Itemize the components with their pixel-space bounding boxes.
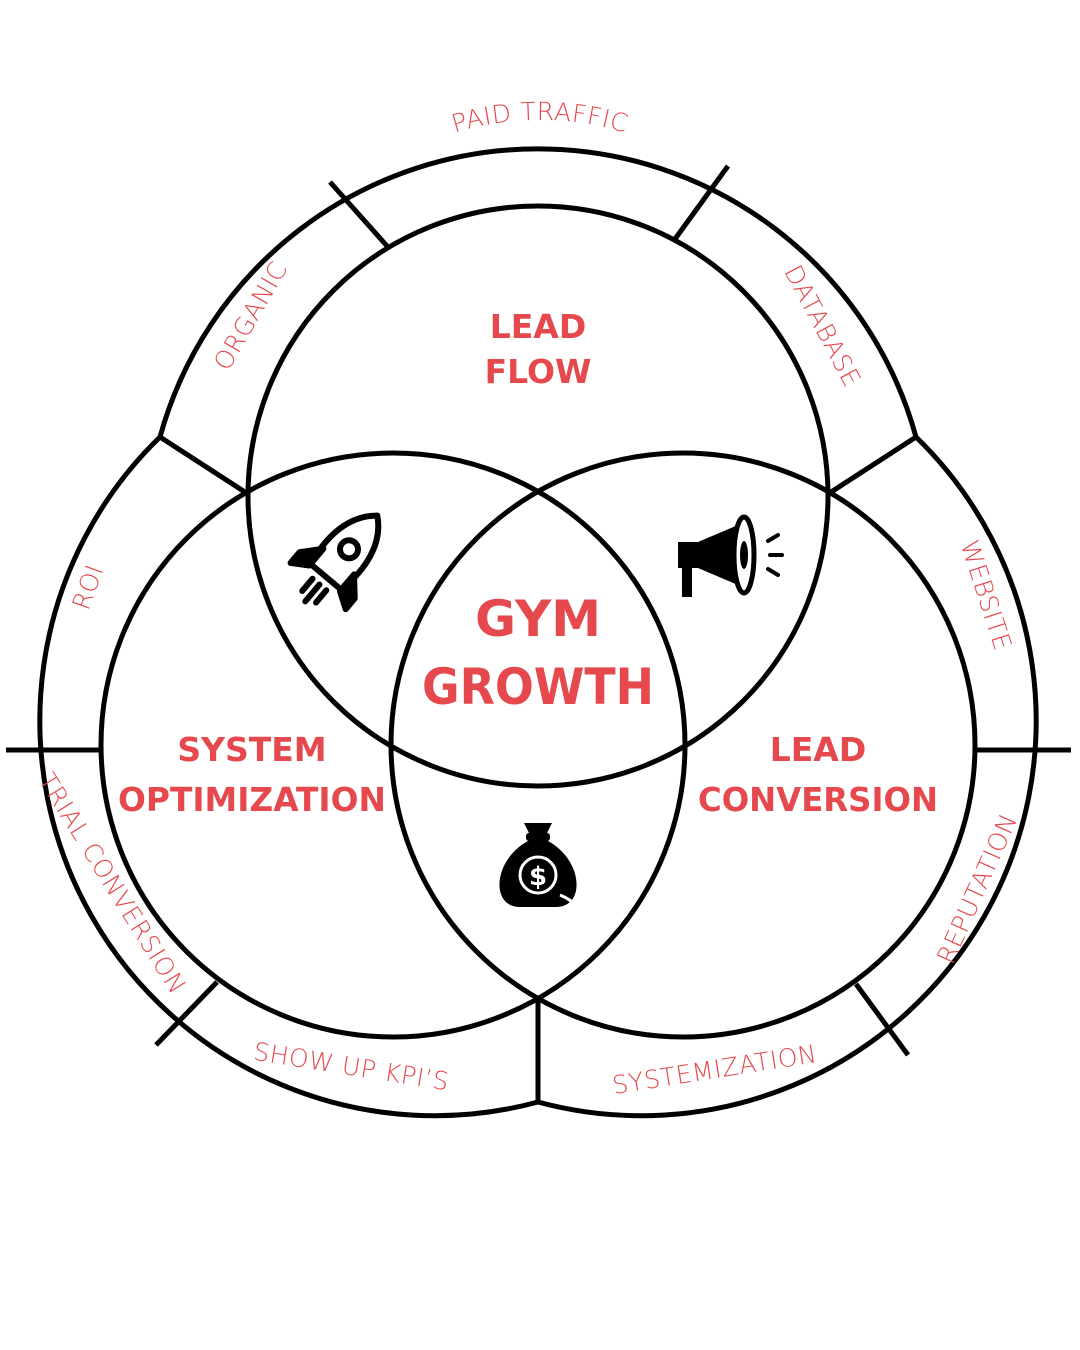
divider-organic-roi [158, 434, 250, 497]
circle-lead-conversion [388, 450, 978, 1040]
divider-organic-paid [328, 180, 389, 248]
outer-ring [37, 146, 1039, 1119]
ring-label-reputation: REPUTATION [931, 809, 1023, 968]
outer-ring-right-arc [537, 435, 1039, 1119]
dollar-sign-glyph: $ [529, 862, 547, 892]
lead-conversion-line2: CONVERSION [698, 780, 938, 819]
divider-reputation-systemization [853, 982, 911, 1057]
system-optimization-line2: OPTIMIZATION [118, 780, 386, 819]
ring-labels: PAID TRAFFIC [448, 97, 631, 139]
center-label-line2: GROWTH [422, 658, 654, 716]
ring-label-database: DATABASE [778, 260, 866, 392]
megaphone-icon [678, 514, 784, 597]
ring-dividers [6, 164, 1071, 1102]
outer-ring-left-arc [37, 435, 539, 1119]
ring-label-paid-traffic: PAID TRAFFIC [448, 97, 631, 139]
rocket-icon [287, 512, 382, 613]
divider-paid-database [672, 164, 731, 241]
lead-flow-line2: FLOW [485, 352, 592, 391]
ring-label-systemization: SYSTEMIZATION [610, 1039, 819, 1100]
center-label: GYM GROWTH [422, 590, 654, 716]
center-label-line1: GYM [475, 590, 601, 648]
lead-conversion-line1: LEAD [770, 730, 867, 769]
circle-labels: LEAD FLOW SYSTEM OPTIMIZATION LEAD CONVE… [118, 307, 938, 819]
money-bag-icon: $ [499, 823, 578, 907]
venn-circles [98, 203, 978, 1040]
outer-ring-top-arc [157, 146, 919, 438]
lead-flow-line1: LEAD [490, 307, 587, 346]
system-optimization-line1: SYSTEM [177, 730, 326, 769]
divider-trial-showup [154, 980, 219, 1047]
ring-label-show-up-kpis: SHOW UP KPI’S [252, 1037, 452, 1097]
circle-system-optimization [98, 450, 688, 1040]
ring-label-paid-traffic-text: PAID TRAFFIC [448, 97, 631, 139]
divider-database-website [826, 434, 918, 497]
circle-lead-flow [245, 203, 831, 789]
ring-label-website: WEBSITE [955, 537, 1018, 655]
